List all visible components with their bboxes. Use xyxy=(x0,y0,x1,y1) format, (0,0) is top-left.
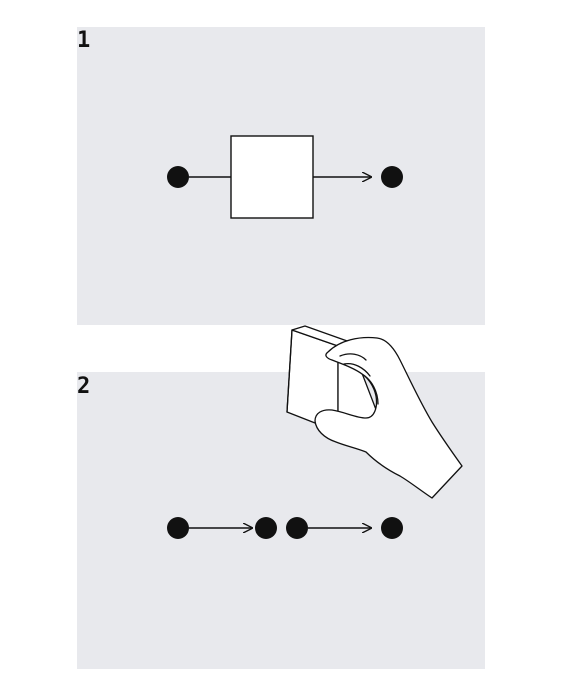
finger-crease-2 xyxy=(343,362,371,377)
thumb-contour xyxy=(361,373,379,405)
hand-removing-block xyxy=(286,325,463,499)
step-1-diagram xyxy=(167,135,403,219)
output-node-dot-icon xyxy=(381,517,403,539)
step-2-number: 2 xyxy=(77,374,91,399)
middle-node-right-dot-icon xyxy=(286,517,308,539)
finger-crease-1 xyxy=(339,353,367,361)
middle-node-left-dot-icon xyxy=(255,517,277,539)
step-2-diagram xyxy=(167,517,403,539)
step-1-number: 1 xyxy=(77,28,91,53)
process-box xyxy=(230,135,314,219)
output-node-dot-icon xyxy=(381,166,403,188)
input-node-dot-icon xyxy=(167,517,189,539)
input-node-dot-icon xyxy=(167,166,189,188)
hand-icon xyxy=(314,336,463,499)
